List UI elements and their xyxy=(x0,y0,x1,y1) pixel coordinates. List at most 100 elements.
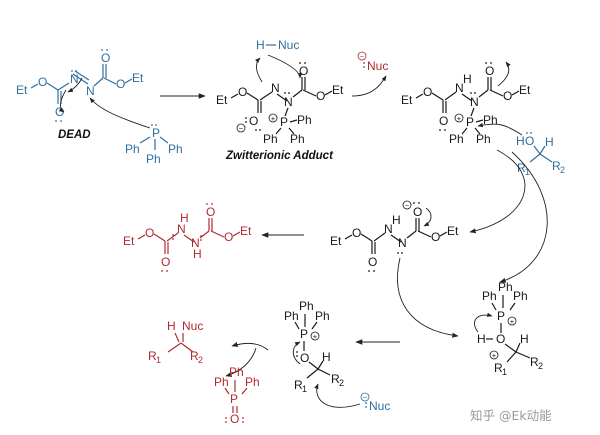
svg-text:−: − xyxy=(363,393,368,402)
svg-text:H: H xyxy=(256,38,265,52)
svg-text:Et: Et xyxy=(519,83,531,97)
svg-text:R: R xyxy=(552,159,561,173)
svg-text:P: P xyxy=(152,126,160,140)
svg-text:O: O xyxy=(423,85,432,99)
svg-text:Nuc: Nuc xyxy=(182,319,203,333)
svg-text:N: N xyxy=(191,236,200,250)
svg-text:O: O xyxy=(55,105,64,119)
svg-text:2: 2 xyxy=(560,165,565,175)
svg-text:H: H xyxy=(180,211,189,225)
svg-text:O: O xyxy=(206,205,215,219)
svg-text:−: − xyxy=(239,124,244,133)
protonated-adduct: Et O O N H N O O Et P + Ph Ph Ph xyxy=(401,61,531,146)
svg-text:1: 1 xyxy=(302,384,307,394)
svg-text:O: O xyxy=(368,255,377,269)
svg-text:1: 1 xyxy=(156,355,161,365)
svg-text:N: N xyxy=(398,236,407,250)
svg-text:O: O xyxy=(352,226,361,240)
svg-text:P: P xyxy=(497,309,505,323)
svg-text:Et: Et xyxy=(447,224,459,238)
svg-text:Ph: Ph xyxy=(229,365,244,379)
hydrazide-anion-intermediate: Et O O N H N O − O Et xyxy=(330,200,459,338)
dead-molecule: Et O O N N O O Et xyxy=(16,49,144,122)
svg-text:2: 2 xyxy=(339,378,344,388)
svg-text:Ph: Ph xyxy=(290,132,305,146)
svg-text:Ph: Ph xyxy=(482,289,497,303)
svg-text:H: H xyxy=(463,72,472,86)
zwitterionic-adduct: Et O O − N N O O Et P + Ph Ph Ph xyxy=(216,57,344,146)
svg-text:+: + xyxy=(313,332,318,341)
svg-text:P: P xyxy=(230,392,238,406)
svg-text:H: H xyxy=(193,247,202,261)
svg-text:+: + xyxy=(271,114,276,123)
svg-text:N: N xyxy=(384,222,393,236)
svg-text:O: O xyxy=(238,85,247,99)
nuc-anion-byproduct: − Nuc xyxy=(357,51,388,73)
svg-text:Ph: Ph xyxy=(449,132,464,146)
svg-text:O: O xyxy=(316,89,325,103)
svg-text:P: P xyxy=(466,115,474,129)
svg-text:Et: Et xyxy=(332,83,344,97)
svg-text:O: O xyxy=(431,230,440,244)
svg-text:O: O xyxy=(38,75,47,89)
svg-text:O: O xyxy=(300,351,309,365)
svg-text:H: H xyxy=(167,319,176,333)
svg-text:Nuc: Nuc xyxy=(367,59,388,73)
svg-text:R: R xyxy=(148,349,157,363)
svg-text:O: O xyxy=(116,77,125,91)
svg-text:O: O xyxy=(230,412,239,426)
svg-text:H: H xyxy=(520,332,529,346)
svg-text:P: P xyxy=(280,115,288,129)
svg-text:Et: Et xyxy=(240,224,252,238)
svg-text:R: R xyxy=(530,355,539,369)
svg-text:Ph: Ph xyxy=(513,289,528,303)
svg-text:N: N xyxy=(177,222,186,236)
svg-text:N: N xyxy=(271,81,280,95)
svg-text:H: H xyxy=(392,213,401,227)
svg-text:O: O xyxy=(496,332,505,346)
svg-text:Ph: Ph xyxy=(245,375,260,389)
svg-text:N: N xyxy=(284,95,293,109)
triphenylphosphine-oxide: Ph Ph Ph P O xyxy=(214,365,260,426)
svg-text:R: R xyxy=(190,349,199,363)
svg-text:R: R xyxy=(294,378,303,392)
svg-text:Nuc: Nuc xyxy=(369,399,390,413)
triphenylphosphine: P Ph Ph Ph xyxy=(89,97,183,166)
svg-text:−: − xyxy=(405,201,410,210)
svg-text:R: R xyxy=(494,361,503,375)
dead-caption: DEAD xyxy=(58,129,91,141)
svg-text:N: N xyxy=(455,81,464,95)
watermark-text: 知乎 @Ek动能 xyxy=(470,408,552,423)
svg-text:1: 1 xyxy=(502,367,507,377)
zwitterion-caption: Zwitterionic Adduct xyxy=(225,150,334,162)
svg-text:−: − xyxy=(360,52,365,61)
svg-text:O: O xyxy=(439,114,448,128)
svg-text:Ph: Ph xyxy=(498,280,513,294)
svg-text:+: + xyxy=(510,317,515,326)
svg-text:Ph: Ph xyxy=(263,132,278,146)
svg-text:Ph: Ph xyxy=(476,132,491,146)
svg-text:Et: Et xyxy=(401,93,413,107)
svg-text:Et: Et xyxy=(16,83,28,97)
svg-text:H: H xyxy=(322,350,331,364)
svg-text:O: O xyxy=(413,205,422,219)
svg-text:O: O xyxy=(503,89,512,103)
svg-text:Ph: Ph xyxy=(297,113,312,127)
svg-text:R: R xyxy=(517,161,526,175)
svg-text:+: + xyxy=(492,351,497,360)
svg-text:Ph: Ph xyxy=(315,309,330,323)
svg-text:H: H xyxy=(477,332,486,346)
svg-text:Et: Et xyxy=(216,93,228,107)
svg-text:O: O xyxy=(299,64,308,78)
svg-text:H: H xyxy=(545,135,554,149)
svg-text:+: + xyxy=(457,114,462,123)
svg-text:P: P xyxy=(300,327,308,341)
svg-text:O: O xyxy=(485,64,494,78)
svg-text:Et: Et xyxy=(123,234,135,248)
svg-text:H: H xyxy=(516,134,525,148)
